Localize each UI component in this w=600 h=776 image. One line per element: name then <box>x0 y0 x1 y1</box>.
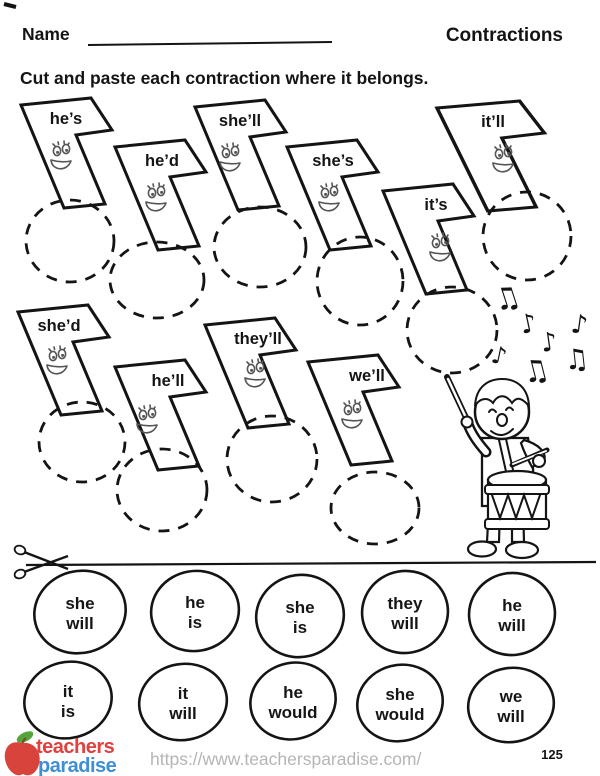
answer-it-will: it will <box>137 662 229 742</box>
answer-word: will <box>390 614 418 633</box>
paste-target-circle-its <box>405 285 499 375</box>
music-note-icon: ♪ <box>517 308 539 341</box>
apple-leaf-icon <box>16 731 34 743</box>
answer-he-is: he is <box>149 569 241 653</box>
answer-pieces-row2: it is it will he would she would we will <box>23 660 556 744</box>
contraction-label: he’d <box>145 152 179 170</box>
note-its: it’s <box>381 182 476 296</box>
note-theyll: they’ll <box>203 316 298 430</box>
music-note-icon: ♫ <box>562 342 590 377</box>
answer-word: is <box>188 613 202 632</box>
note-shell: she’ll <box>193 98 288 212</box>
answer-she-will: she will <box>33 569 127 655</box>
answer-word: will <box>497 616 525 635</box>
answer-he-will: he will <box>467 571 557 657</box>
answer-word: is <box>293 618 307 637</box>
contraction-label: she’d <box>37 317 80 335</box>
paste-target-circle-hed <box>108 240 206 320</box>
note-itll: it’ll <box>435 99 547 213</box>
answer-word: is <box>61 702 75 721</box>
answer-we-will: we will <box>466 666 556 744</box>
instruction-text: Cut and paste each contraction where it … <box>20 68 428 88</box>
contraction-label: they’ll <box>234 330 282 348</box>
contraction-label: we’ll <box>348 367 385 385</box>
contraction-label: he’ll <box>151 372 184 390</box>
note-hed: he’d <box>113 138 208 252</box>
note-shes: she’s <box>285 138 380 252</box>
paste-target-circle-itll <box>481 190 573 282</box>
answer-word: he <box>502 596 522 615</box>
paste-target-circle-well <box>329 470 421 546</box>
page-number: 125 <box>541 747 563 762</box>
contraction-label: it’ll <box>481 113 505 131</box>
note-well: we’ll <box>306 353 401 467</box>
answer-word: will <box>65 614 93 633</box>
paste-target-circle-shed <box>37 400 127 484</box>
answer-she-is: she is <box>254 573 346 659</box>
answer-word: she <box>65 594 94 613</box>
answer-word: they <box>388 594 424 613</box>
answer-word: he <box>185 593 205 612</box>
apple-icon <box>4 742 40 776</box>
brand-name-top: teachers <box>36 736 115 758</box>
paste-target-circle-shell <box>212 205 308 289</box>
floating-music-notes: ♫ ♪ ♪ ♪ ♫ ♪ ♫ <box>489 278 591 392</box>
answer-word: will <box>496 707 524 726</box>
name-underline <box>87 41 333 46</box>
paste-target-circle-theyll <box>225 414 319 504</box>
answer-word: it <box>63 682 74 701</box>
music-note-icon: ♪ <box>539 327 560 359</box>
answer-word: would <box>374 705 424 724</box>
contraction-label: she’ll <box>219 112 261 130</box>
answer-pieces-row1: she will he is she is they will he will <box>33 569 557 659</box>
contraction-label: it’s <box>424 196 447 214</box>
note-hes: he’s <box>19 96 114 210</box>
answer-word: he <box>283 683 303 702</box>
music-note-icon: ♪ <box>569 309 590 341</box>
contraction-label: she’s <box>312 152 354 170</box>
scan-artifact-mark <box>3 2 17 9</box>
paste-target-circle-shes <box>315 235 405 327</box>
answer-word: it <box>178 684 189 703</box>
brand-logo: teachers paradise <box>4 731 117 776</box>
name-label: Name <box>22 24 70 44</box>
answer-he-would: he would <box>249 661 337 741</box>
contraction-label: he’s <box>50 110 82 128</box>
brand-name-bottom: paradise <box>38 755 117 776</box>
note-shed: she’d <box>16 303 111 417</box>
footer-url: https://www.teachersparadise.com/ <box>150 749 422 769</box>
note-hell: he’ll <box>113 358 208 472</box>
answer-they-will: they will <box>360 569 450 655</box>
cut-line <box>25 560 597 567</box>
answer-word: will <box>168 704 196 723</box>
music-note-icon: ♪ <box>489 340 510 371</box>
drummer-boy-illustration <box>444 374 550 560</box>
paste-target-circle-hell <box>115 447 209 533</box>
answer-word: we <box>499 687 523 706</box>
answer-she-would: she would <box>355 663 445 743</box>
answer-word: she <box>385 685 414 704</box>
scissors-icon <box>13 544 69 580</box>
worksheet-title: Contractions <box>446 25 563 46</box>
answer-word: she <box>285 598 314 617</box>
paste-target-circle-hes <box>24 198 116 284</box>
answer-word: would <box>267 703 317 722</box>
answer-it-is: it is <box>23 660 113 740</box>
